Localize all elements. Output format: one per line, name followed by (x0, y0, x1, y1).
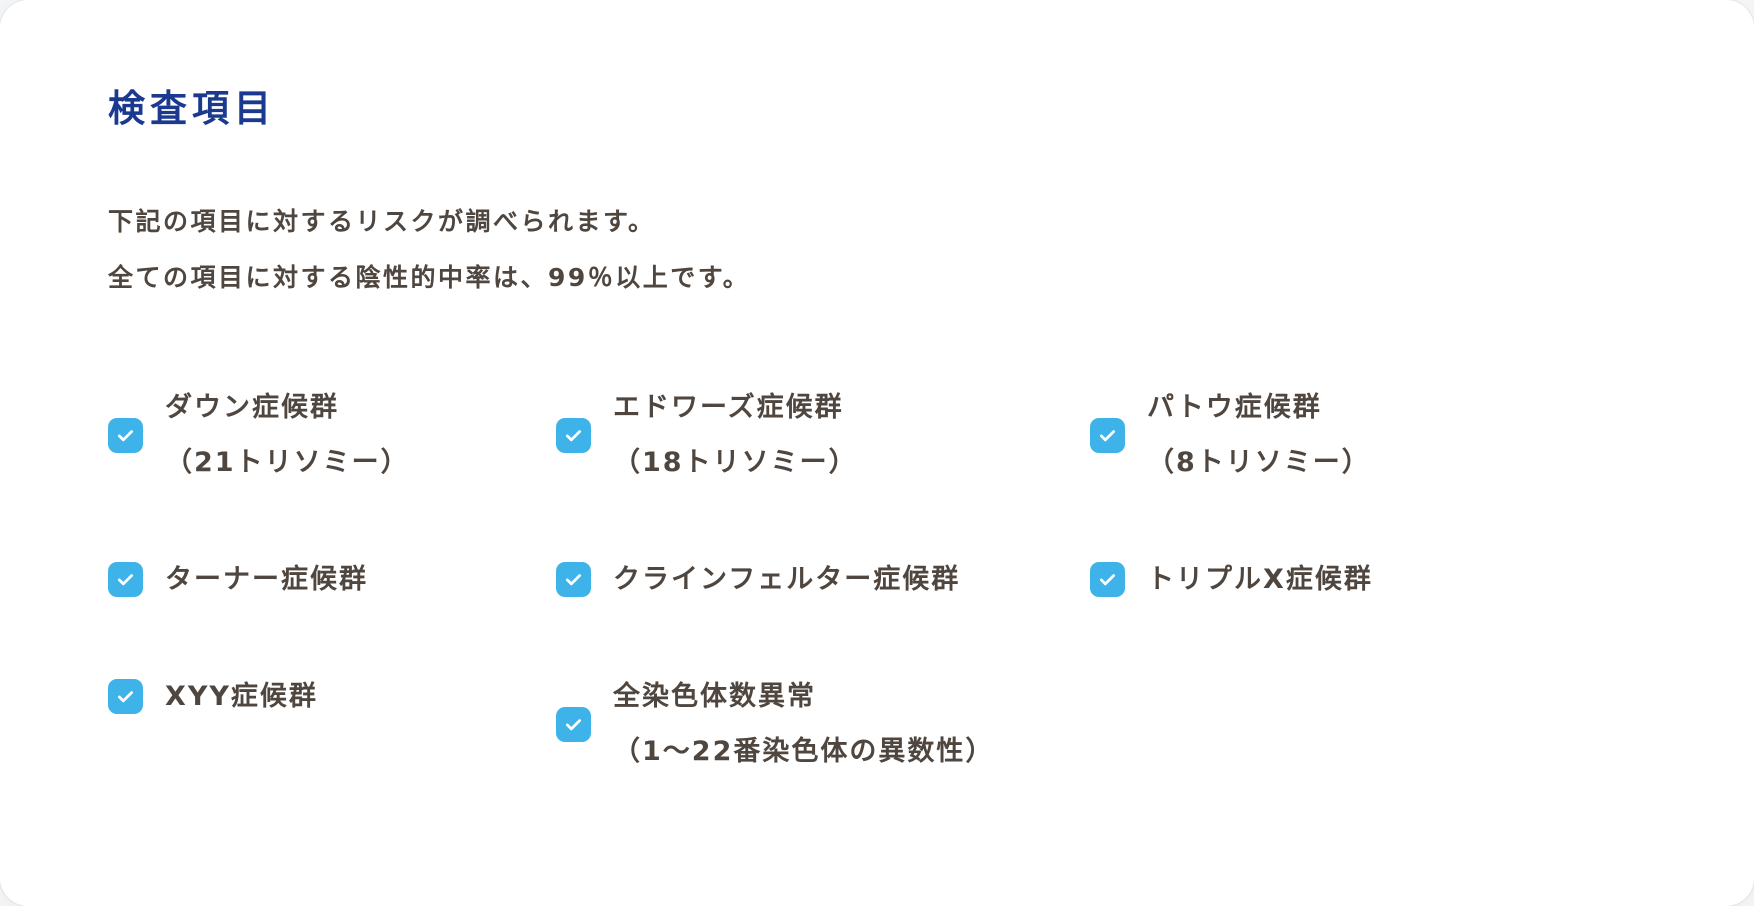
checkmark-icon (1099, 574, 1116, 586)
list-item-turner-syndrome: ターナー症候群 (108, 552, 556, 607)
checkbox-checked-icon[interactable] (108, 679, 143, 714)
checkbox-checked-icon[interactable] (556, 706, 591, 742)
checkbox-checked-icon[interactable] (108, 562, 143, 597)
item-label-main: トリプルX症候群 (1147, 564, 1373, 595)
item-label: エドワーズ症候群 （18トリソミー） (613, 380, 858, 490)
item-label-main: ダウン症候群 (165, 392, 339, 423)
checkmark-icon (565, 718, 582, 730)
item-label: 全染色体数異常 （1〜22番染色体の異数性） (613, 669, 994, 779)
list-item-triple-x-syndrome: トリプルX症候群 (1090, 552, 1646, 607)
item-label: クラインフェルター症候群 (613, 552, 960, 607)
intro-line-1: 下記の項目に対するリスクが調べられます。 (108, 207, 656, 236)
checkmark-icon (117, 574, 134, 586)
list-item-klinefelter-syndrome: クラインフェルター症候群 (556, 552, 1090, 607)
list-item-patau-syndrome: パトウ症候群 （8トリソミー） (1090, 380, 1646, 490)
checkmark-icon (565, 574, 582, 586)
item-label-sub: （18トリソミー） (613, 447, 858, 478)
list-item-edwards-syndrome: エドワーズ症候群 （18トリソミー） (556, 380, 1090, 490)
item-label-main: 全染色体数異常 (613, 681, 816, 712)
checkbox-checked-icon[interactable] (556, 417, 591, 453)
list-item-xyy-syndrome: XYY症候群 (108, 669, 556, 724)
intro-text: 下記の項目に対するリスクが調べられます。 全ての項目に対する陰性的中率は、99％… (108, 194, 1646, 306)
checkbox-checked-icon[interactable] (1090, 562, 1125, 597)
item-label-sub: （21トリソミー） (165, 447, 410, 478)
item-label: トリプルX症候群 (1147, 552, 1373, 607)
item-label: パトウ症候群 （8トリソミー） (1147, 380, 1371, 490)
checkbox-checked-icon[interactable] (556, 562, 591, 597)
item-label-main: エドワーズ症候群 (613, 392, 844, 423)
page-title: 検査項目 (108, 87, 276, 130)
list-item-all-chromosome-aneuploidy: 全染色体数異常 （1〜22番染色体の異数性） (556, 669, 1090, 779)
item-label-main: ターナー症候群 (165, 564, 368, 595)
checkbox-checked-icon[interactable] (108, 417, 143, 453)
checkmark-icon (565, 429, 582, 441)
item-label-sub: （8トリソミー） (1147, 447, 1371, 478)
list-item-down-syndrome: ダウン症候群 （21トリソミー） (108, 380, 556, 490)
checkmark-icon (1099, 429, 1116, 441)
intro-line-2: 全ての項目に対する陰性的中率は、99％以上です。 (108, 263, 751, 292)
item-label: ターナー症候群 (165, 552, 368, 607)
empty-cell (1090, 669, 1646, 704)
checkmark-icon (117, 429, 134, 441)
item-label-main: パトウ症候群 (1147, 392, 1322, 423)
item-label: ダウン症候群 （21トリソミー） (165, 380, 410, 490)
item-label-main: XYY症候群 (165, 681, 318, 712)
test-items-grid: ダウン症候群 （21トリソミー） エドワーズ症候群 （18トリソミー） (108, 380, 1646, 779)
checkbox-checked-icon[interactable] (1090, 417, 1125, 453)
item-label-sub: （1〜22番染色体の異数性） (613, 736, 995, 767)
item-label-main: クラインフェルター症候群 (613, 564, 961, 595)
item-label: XYY症候群 (165, 669, 318, 724)
checkmark-icon (117, 691, 134, 703)
